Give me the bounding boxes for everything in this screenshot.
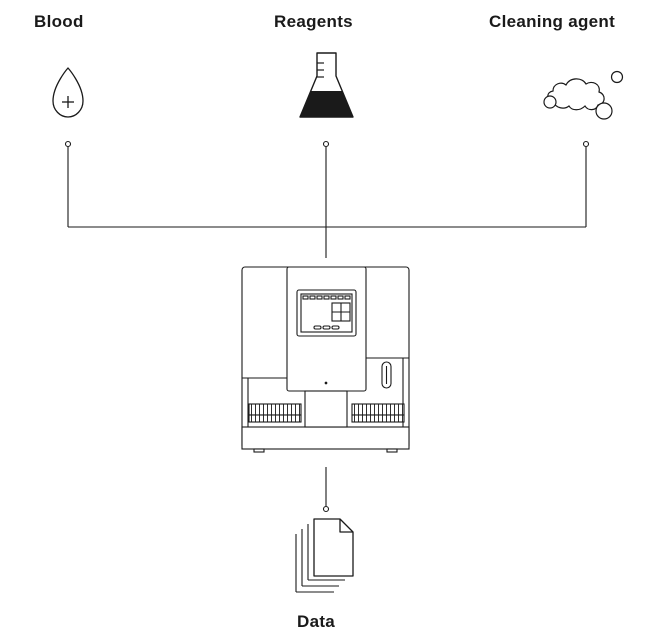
- input-connectors: [67, 147, 587, 258]
- reagents-label: Reagents: [274, 12, 353, 31]
- cleaning-agent-label: Cleaning agent: [489, 12, 616, 31]
- documents-icon: [295, 518, 354, 593]
- analyzer-instrument-icon: [241, 266, 410, 453]
- sample-rack-tubes: [251, 404, 403, 422]
- flask-icon: [299, 52, 354, 118]
- blood-drop-icon: [52, 67, 84, 118]
- connector-dots: [64, 140, 590, 513]
- blood-label: Blood: [34, 12, 84, 31]
- bubbles-icon: [543, 70, 624, 120]
- data-label: Data: [297, 612, 336, 631]
